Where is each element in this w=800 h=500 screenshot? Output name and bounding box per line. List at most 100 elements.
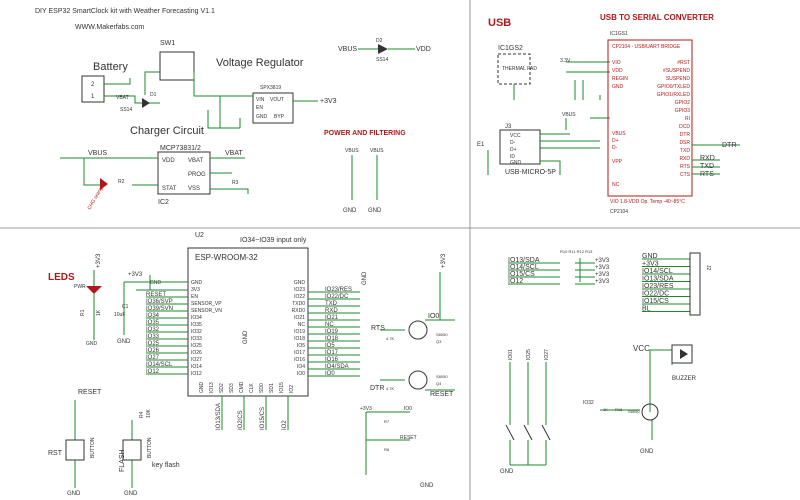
buzzer-io: IO32 — [583, 400, 594, 406]
regulator-block: Voltage Regulator SPX3819 VIN EN GND VOU… — [205, 57, 337, 129]
r7-3v3: +3V3 — [360, 406, 372, 412]
esp-net-left: IO26 — [146, 348, 160, 354]
usb-pin-dm: D- — [510, 140, 516, 146]
buzzer-q: S8050 — [628, 409, 640, 414]
thermal-pad-label: THERMAL PAD — [502, 66, 537, 72]
buzzer-transistor — [641, 403, 659, 421]
esp-net-right: IO17 — [325, 350, 339, 356]
filter-net-2: VBUS — [370, 148, 384, 154]
d2-part: SS14 — [376, 57, 388, 63]
esp-c1: C1 — [122, 304, 129, 310]
esp-net-left: IO35 — [146, 320, 160, 326]
usb-wires — [487, 133, 600, 175]
net-rxd: RXD — [700, 155, 715, 162]
esp-pin-right: IO17 — [294, 350, 305, 356]
header-pins: GND+3V3IO14/SCLIO13/SDAIO23/RESIO22/DCIO… — [642, 253, 690, 313]
bridge-pin-right: DSR — [679, 140, 690, 146]
esp-net-left: IO39/SVN — [146, 306, 173, 312]
esp-net-bottom: IO2/CS — [238, 410, 244, 430]
esp-ref: U2 — [195, 232, 204, 239]
filter-gnd-1: GND — [343, 208, 357, 214]
q3-ref: Q3 — [436, 339, 442, 344]
esp-pin-bottom: CMD — [239, 381, 245, 393]
esp-net-right: IO5 — [325, 343, 335, 349]
esp-pin-right: IO0 — [297, 371, 305, 377]
reg-pin-byp: BYP — [274, 114, 285, 120]
key-switch — [541, 424, 551, 441]
bridge-body — [607, 39, 693, 197]
bridge-vbus: VBUS — [562, 112, 576, 118]
pullup-net: IO14/SCL — [508, 264, 539, 271]
bridge-3v3: 3.3V — [560, 58, 571, 64]
d2-diode-icon — [378, 44, 388, 54]
autoreset-3v3: +3V3 — [441, 253, 447, 268]
leds-label: LEDS — [48, 272, 75, 283]
esp-pin-right: IO23 — [294, 287, 305, 293]
bridge-pin-right: RI — [685, 116, 690, 122]
charger-label: Charger Circuit — [130, 125, 204, 137]
esp-pin-left: IO26 — [191, 350, 202, 356]
net-txd: TXD — [700, 163, 714, 170]
esp-gnd: GND — [150, 280, 162, 286]
buzzer-body — [671, 344, 693, 364]
d1-diode-icon — [142, 98, 150, 108]
q4-transistor — [408, 370, 428, 390]
esp-left-pins: GND3V3ENSENSOR_VPSENSOR_VNIO34IO35IO32IO… — [146, 280, 222, 377]
esp-pin-left: IO25 — [191, 343, 202, 349]
q4-ref: Q4 — [436, 381, 442, 386]
esp-pin-bottom: IO13 — [209, 382, 215, 393]
esp-net-right: IO0 — [325, 371, 335, 377]
esp-net-left: IO33 — [146, 334, 160, 340]
esp-pin-left: IO33 — [191, 336, 202, 342]
esp-pin-bottom: CLK — [249, 383, 255, 393]
esp-net-left: IO34 — [146, 313, 160, 319]
pullup-rail-label: +3V3 — [595, 258, 610, 264]
regulator-out: +3V3 — [320, 98, 337, 105]
header-pin-label: IO14/SCL — [642, 268, 673, 275]
esp-pin-left: IO14 — [191, 364, 202, 370]
r7-net: IO0 — [404, 406, 412, 412]
bridge-footer: VIO 1.8-VDD Op. Temp -40~85°C — [610, 199, 685, 205]
pwr-led-icon — [86, 286, 102, 294]
bridge-pin-mid: VBUS — [612, 131, 626, 137]
rst-gnd: GND — [67, 491, 81, 497]
esp-pin-left: GND — [191, 280, 203, 286]
key-flash-label: key flash — [152, 462, 180, 469]
r6-val: 4.7K — [386, 386, 395, 391]
sw1-ref: SW1 — [160, 40, 175, 47]
filter-block: VBUS D2 SS14 VDD POWER AND FILTERING VBU… — [324, 38, 431, 214]
charger-pin-vbat: VBAT — [188, 158, 204, 164]
flash-rval: 10K — [146, 408, 152, 418]
esp-net-bottom: IO13/SDA — [216, 403, 222, 430]
bridge-pin-left: REGIN — [612, 76, 628, 82]
led-gnd: GND — [86, 341, 98, 347]
keys-gnd: GND — [500, 469, 514, 475]
d2-vbus: VBUS — [338, 46, 357, 53]
led-rval: 1K — [96, 309, 102, 316]
r8-ref: R8 — [384, 447, 390, 452]
esp-net-bottom: IO15/CS — [260, 407, 266, 430]
battery-pin-2: 2 — [91, 82, 95, 88]
pullup-net: IO13/SDA — [508, 257, 540, 264]
esp-note: IO34~IO39 input only — [240, 237, 307, 244]
bridge-sub: CP2104 — [610, 209, 628, 215]
esp-net-right: IO19 — [325, 329, 339, 335]
esp-3v3: +3V3 — [128, 272, 143, 278]
rst-btn-label: BUTTON — [90, 437, 96, 458]
pullup-wires — [365, 411, 410, 475]
esp-pin-left: EN — [191, 294, 198, 300]
sw1-body — [159, 51, 195, 81]
pullup-rlabel: R10 R11 R12 R13 — [560, 249, 593, 254]
battery-label: Battery — [93, 61, 128, 73]
esp-pin-right: RXD0 — [292, 308, 306, 314]
esp-pin-right: IO22 — [294, 294, 305, 300]
bridge-pin-mid: VPP — [612, 159, 623, 165]
bridge-pin-right: GPIO1/RXLED — [657, 92, 691, 98]
esp32-section: U2 IO34~IO39 input only ESP-WROOM-32 GND… — [48, 232, 455, 497]
d2-ref: D2 — [376, 38, 383, 44]
sw1-block: SW1 SS14 D1 — [120, 40, 205, 113]
bridge-pin-mid: D- — [612, 145, 618, 151]
autoreset-gnd: GND — [420, 483, 434, 489]
